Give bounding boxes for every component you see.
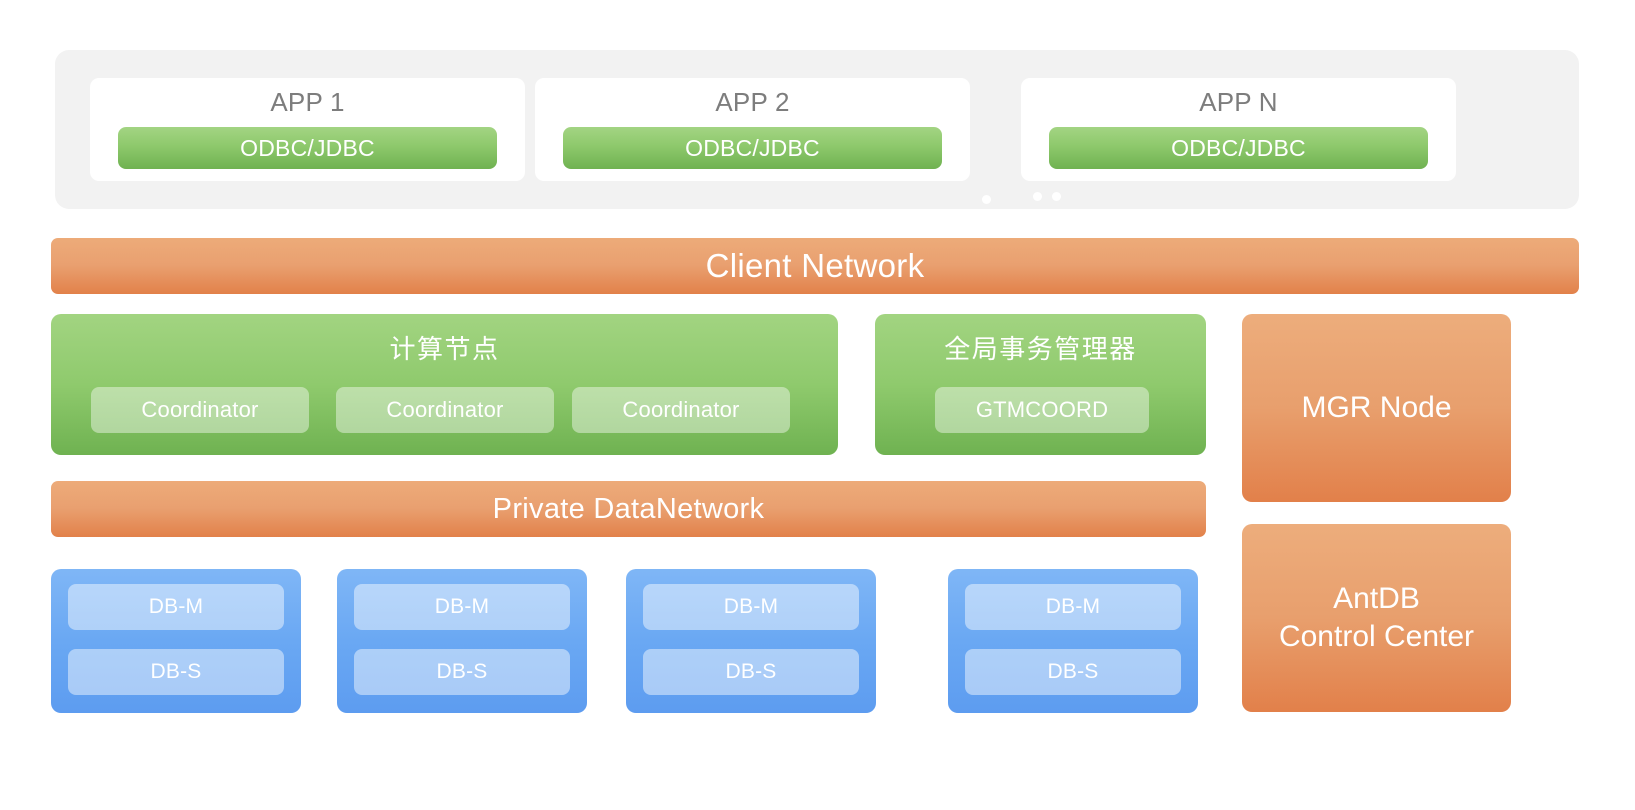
app-card-2: APP 2 ODBC/JDBC (535, 78, 970, 181)
gtm-title: 全局事务管理器 (944, 334, 1137, 364)
private-datanetwork-banner: Private DataNetwork (51, 481, 1206, 537)
gtmcoord-node: GTMCOORD (935, 387, 1149, 433)
compute-node-group: 计算节点 Coordinator Coordinator Coordinator (51, 314, 838, 455)
data-node-group: DB-M DB-S (51, 569, 301, 713)
db-master-node: DB-M (965, 584, 1181, 630)
mgr-node-panel: MGR Node (1242, 314, 1511, 502)
compute-node-title: 计算节点 (389, 334, 500, 364)
global-transaction-manager-group: 全局事务管理器 GTMCOORD (875, 314, 1206, 455)
odbc-jdbc-connector: ODBC/JDBC (1049, 127, 1428, 169)
app-card-title: APP N (1199, 87, 1278, 117)
coordinator-node: Coordinator (91, 387, 309, 433)
coordinator-node: Coordinator (572, 387, 790, 433)
client-network-banner: Client Network (51, 238, 1579, 294)
application-tier-container: APP 1 ODBC/JDBC APP 2 ODBC/JDBC APP N OD… (55, 50, 1579, 209)
mgr-node-label: MGR Node (1301, 391, 1452, 425)
app-card-n: APP N ODBC/JDBC (1021, 78, 1456, 181)
db-slave-node: DB-S (68, 649, 284, 695)
db-slave-node: DB-S (354, 649, 570, 695)
data-node-group: DB-M DB-S (337, 569, 587, 713)
antdb-control-center-panel: AntDB Control Center (1242, 524, 1511, 712)
db-slave-node: DB-S (965, 649, 1181, 695)
app-card-title: APP 1 (270, 87, 345, 117)
app-card-1: APP 1 ODBC/JDBC (90, 78, 525, 181)
ellipsis-dot-icon (982, 195, 991, 204)
db-master-node: DB-M (643, 584, 859, 630)
data-node-group: DB-M DB-S (626, 569, 876, 713)
db-master-node: DB-M (68, 584, 284, 630)
antdb-control-center-label: AntDB Control Center (1278, 582, 1475, 653)
app-card-title: APP 2 (715, 87, 790, 117)
data-node-group: DB-M DB-S (948, 569, 1198, 713)
db-master-node: DB-M (354, 584, 570, 630)
db-slave-node: DB-S (643, 649, 859, 695)
ellipsis-icon (1033, 192, 1067, 202)
odbc-jdbc-connector: ODBC/JDBC (563, 127, 942, 169)
odbc-jdbc-connector: ODBC/JDBC (118, 127, 497, 169)
coordinator-node: Coordinator (336, 387, 554, 433)
